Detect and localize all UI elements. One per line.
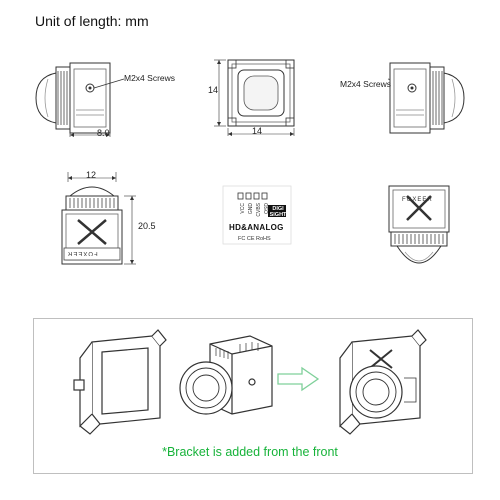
bracket-only bbox=[73, 329, 167, 435]
camera-module bbox=[179, 335, 273, 415]
label-card bbox=[222, 185, 292, 245]
camera-side-view-right bbox=[387, 62, 465, 134]
assembly-arrow bbox=[277, 366, 320, 392]
cert-marks: FC CE RoHS bbox=[238, 236, 271, 242]
camera-profile-view bbox=[61, 172, 136, 265]
screw-label-left: M2x4 Screws bbox=[124, 73, 176, 83]
front-width-dimension: 14 bbox=[252, 126, 263, 136]
camera-front-view bbox=[214, 59, 295, 136]
pin-label-cvbs: CVBS bbox=[256, 203, 262, 217]
camera-top-view bbox=[388, 185, 450, 264]
front-height-dimension: 14 bbox=[208, 85, 219, 95]
assembled-camera bbox=[339, 329, 427, 435]
badge-line2: SIGHT bbox=[269, 212, 287, 218]
lens-width-dimension: 12 bbox=[86, 170, 97, 180]
pin-label-gnd: GND bbox=[248, 203, 254, 215]
pin-label-vcc: VCC bbox=[240, 203, 246, 214]
bracket-illustration bbox=[73, 329, 427, 435]
camera-side-view-left bbox=[35, 62, 125, 137]
body-height-dimension: 20.5 bbox=[138, 221, 156, 231]
bracket-note: *Bracket is added from the front bbox=[162, 445, 338, 459]
model-label: HD&ANALOG bbox=[229, 223, 284, 232]
depth-dimension: 8.0 bbox=[97, 128, 110, 138]
screw-label-right: M2x4 Screws bbox=[340, 79, 392, 89]
bracket-panel bbox=[33, 318, 473, 474]
brand-mark-top: FOXEER bbox=[402, 197, 433, 203]
unit-title: Unit of length: mm bbox=[35, 13, 149, 29]
badge-line1: DIGI bbox=[272, 206, 284, 212]
brand-mark-profile: FOXEER bbox=[67, 250, 98, 256]
